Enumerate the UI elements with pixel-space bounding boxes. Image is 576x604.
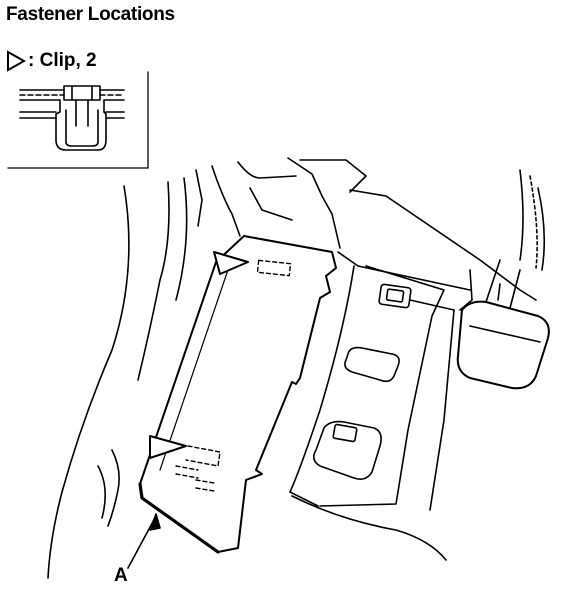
upper-switch-icon <box>378 283 412 309</box>
triangle-clip-icon <box>7 50 26 72</box>
lower-switch-icon <box>312 420 382 480</box>
callout-a-label: A <box>114 565 128 586</box>
clip-locations <box>175 259 292 492</box>
trim-panel-a <box>138 235 337 554</box>
callout-a-leader <box>127 513 161 569</box>
legend: : Clip, 2 <box>6 50 97 72</box>
brake-pedal <box>456 169 550 390</box>
clip-markers <box>149 251 249 459</box>
center-console <box>289 189 537 561</box>
clip-detail-inset <box>7 71 149 169</box>
body-structure <box>47 157 367 579</box>
clip-marker-lower-icon <box>149 435 187 459</box>
clip-marker-upper-icon <box>213 251 249 275</box>
legend-label: : Clip, 2 <box>28 50 97 71</box>
page-title: Fastener Locations <box>6 4 175 25</box>
console-slot <box>344 346 400 383</box>
